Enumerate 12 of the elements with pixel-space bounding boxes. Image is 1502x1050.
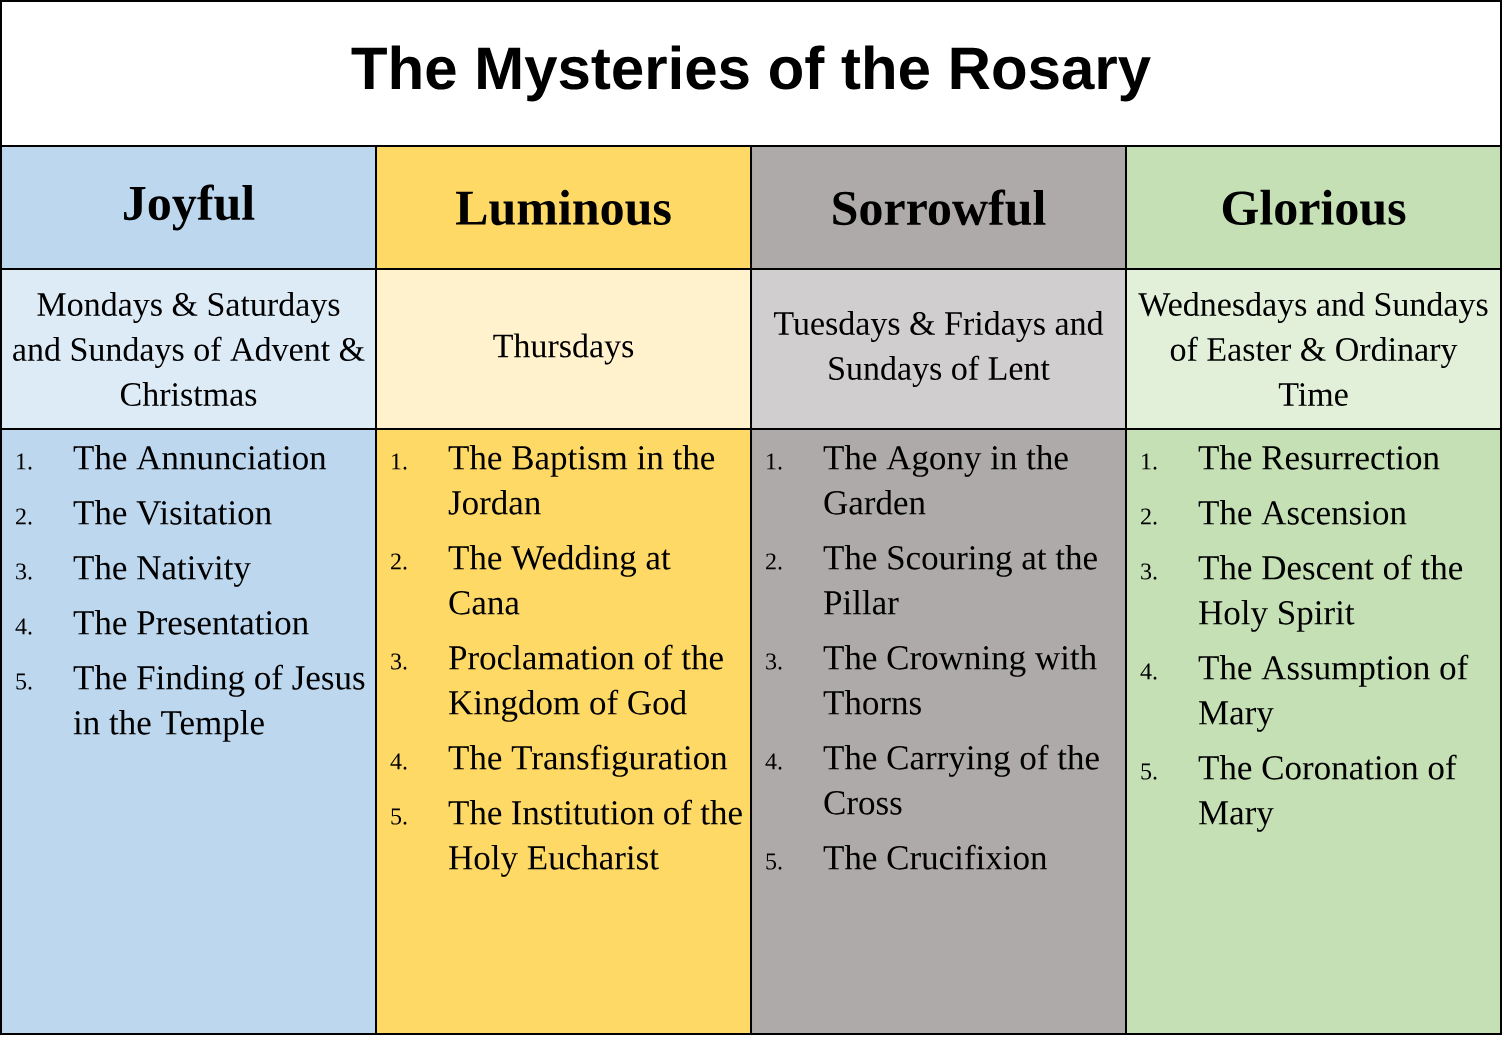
schedule-cell: Wednesdays and Sundays of Easter & Ordinary Time [1125,268,1502,430]
header-cell: Glorious [1125,145,1502,270]
list-cell: 1. The Agony in the Garden 2. The Scouring at the Pillar 3. The Crowning with Thorns 4. The Carrying of the Cross 5. The Crucifixion [750,428,1127,1035]
schedule-cell: Thursdays [375,268,752,430]
header-cell: Luminous [375,145,752,270]
schedule-cell: Tuesdays & Fridays and Sundays of Lent [750,268,1127,430]
header-cell: Sorrowful [750,145,1127,270]
list-cell: 1. The Baptism in the Jordan 2. The Wedding at Cana 3. Proclamation of the Kingdom of God 4. The Transfiguration 5. The Institution of the Holy Eucharist [375,428,752,1035]
list-cell: 1. The Resurrection 2. The Ascension 3. The Descent of the Holy Spirit 4. The Assumption of Mary 5. The Coronation of Mary [1125,428,1502,1035]
schedule-cell: Mondays & Saturdays and Sundays of Advent & Christmas [0,268,377,430]
header-cell: Joyful [0,145,377,270]
list-cell: 1. The Annunciation 2. The Visitation 3. The Nativity 4. The Presentation 5. The Finding of Jesus in the Temple [0,428,377,1035]
